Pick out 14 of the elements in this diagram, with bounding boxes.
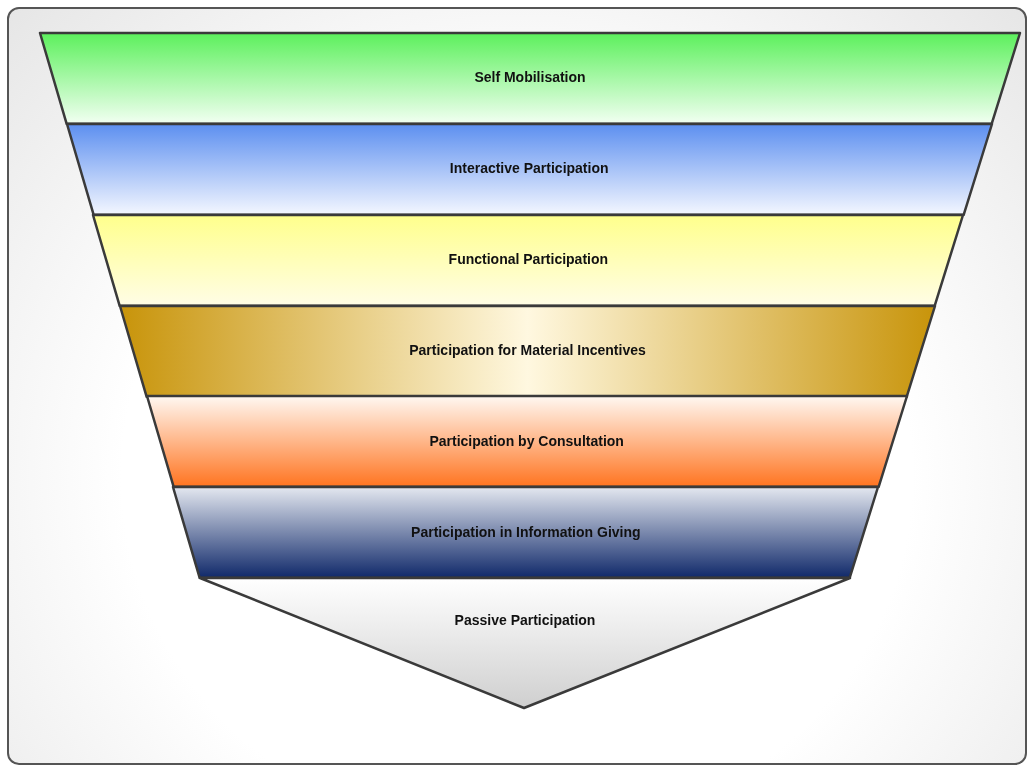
funnel-band [40,33,1020,124]
band-label: Interactive Participation [448,160,610,177]
funnel-band [146,396,907,488]
band-label: Participation for Material Incentives [408,341,647,358]
funnel-band [66,123,992,215]
band-label: Participation in Information Giving [410,523,642,540]
funnel-band [173,487,879,578]
band-label: Functional Participation [447,251,610,268]
funnel-band [120,305,935,397]
band-label: Self Mobilisation [473,69,587,86]
funnel-band [93,214,964,306]
band-label: Passive Participation [453,611,597,628]
funnel-tip [200,578,850,708]
band-label: Participation by Consultation [428,432,625,449]
